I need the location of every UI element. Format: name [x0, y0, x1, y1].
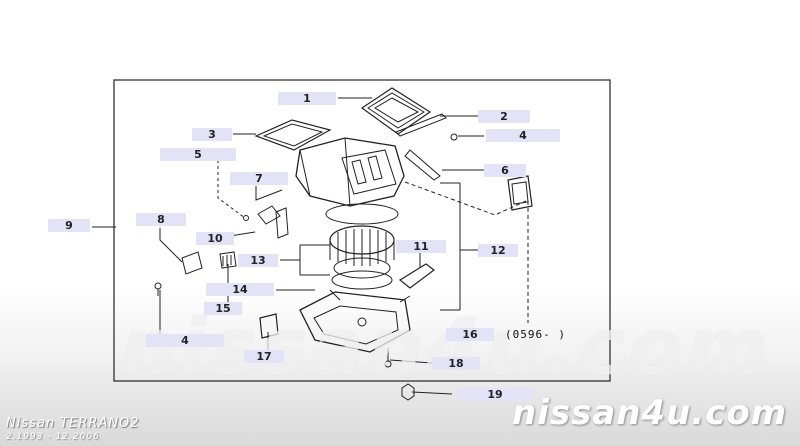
callout-16[interactable]: 16: [446, 328, 494, 341]
callout-11[interactable]: 11: [396, 240, 446, 253]
part-4b-screw: [154, 282, 162, 290]
part-19-grommet: [401, 383, 415, 401]
part-4a-screw: [450, 133, 458, 141]
part-8-clip: [181, 251, 203, 275]
part-6-lever: [404, 149, 441, 181]
callout-6[interactable]: 6: [484, 164, 526, 177]
callout-12[interactable]: 12: [478, 244, 518, 257]
part-5-screw: [243, 215, 249, 221]
part-17-bracket: [259, 313, 279, 339]
part-3-filter: [254, 119, 332, 151]
callout-10[interactable]: 10: [196, 232, 234, 245]
callout-3[interactable]: 3: [192, 128, 232, 141]
part-2-rod: [395, 113, 447, 137]
callout-18[interactable]: 18: [432, 357, 480, 370]
lower-case: [299, 291, 411, 353]
model-years: 2.1993 - 12.2006: [6, 432, 100, 442]
part-1-frame: [360, 87, 432, 135]
callout-13[interactable]: 13: [238, 254, 278, 267]
callout-19[interactable]: 19: [458, 388, 532, 401]
fan-top: [325, 203, 399, 225]
part-11-plug: [398, 263, 435, 289]
leader-13-bracket: [280, 244, 330, 276]
model-name: Nissan TERRANO2: [6, 416, 140, 431]
leader-10: [229, 231, 256, 237]
leader-19: [411, 391, 453, 395]
part-16-unit: [507, 175, 533, 211]
callout-14[interactable]: 14: [206, 283, 274, 296]
note-16: (0596- ): [505, 328, 566, 341]
brand-logo: nissan4u.com: [512, 393, 788, 433]
watermark: nissan4u.com: [120, 303, 772, 393]
callout-2[interactable]: 2: [478, 110, 530, 123]
motor: [333, 257, 391, 279]
callout-15[interactable]: 15: [204, 302, 242, 315]
intake-housing: [295, 137, 405, 207]
leader-8: [159, 228, 183, 263]
callout-4a[interactable]: 4: [486, 129, 560, 142]
callout-17[interactable]: 17: [244, 350, 284, 363]
callout-4b[interactable]: 4: [146, 334, 224, 347]
leader-7: [255, 186, 283, 201]
callout-5[interactable]: 5: [160, 148, 236, 161]
leader-12-bracket: [440, 182, 478, 311]
callout-7[interactable]: 7: [230, 172, 288, 185]
callout-8[interactable]: 8: [136, 213, 186, 226]
part-15-connector: [219, 251, 237, 269]
callout-1[interactable]: 1: [278, 92, 336, 105]
part-7-bracket: [257, 205, 281, 225]
callout-9[interactable]: 9: [48, 219, 90, 232]
diagram-frame: [113, 79, 611, 382]
leader-5: [217, 160, 246, 219]
